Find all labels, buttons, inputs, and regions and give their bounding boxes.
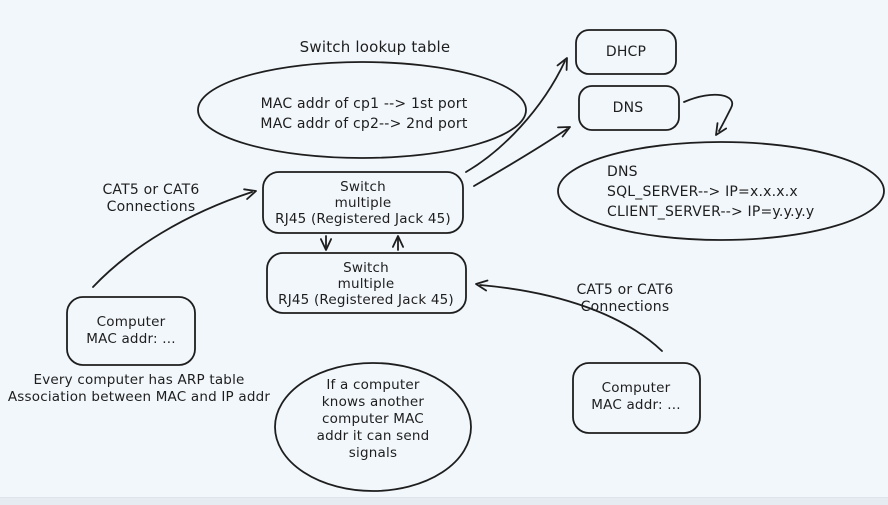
mac-note-ellipse[interactable] xyxy=(274,362,472,492)
switch-bottom-label: Switch multiple RJ45 (Registered Jack 45… xyxy=(278,260,454,308)
dhcp-label: DHCP xyxy=(605,44,647,60)
arrow-computer-left-to-switch-top[interactable] xyxy=(92,188,257,288)
computer-right-label: Computer MAC addr: ... xyxy=(591,380,681,413)
dns-table-body: DNS SQL_SERVER--> IP=x.x.x.x CLIENT_SERV… xyxy=(607,164,815,220)
computer-left-label: Computer MAC addr: ... xyxy=(86,314,176,347)
arrow-switch-top-to-dhcp[interactable] xyxy=(465,57,568,173)
dns-box[interactable] xyxy=(578,85,680,131)
cat5-cat6-label-left: CAT5 or CAT6 Connections xyxy=(102,182,200,215)
computer-right-box[interactable] xyxy=(572,362,701,434)
switch-top-box[interactable] xyxy=(262,171,464,234)
switch-bottom-box[interactable] xyxy=(266,252,467,314)
computer-left-box[interactable] xyxy=(66,296,196,366)
dhcp-box[interactable] xyxy=(575,29,677,75)
cat5-cat6-label-right: CAT5 or CAT6 Connections xyxy=(576,282,674,315)
dns-label: DNS xyxy=(612,100,644,116)
arrow-dns-to-dns-table[interactable] xyxy=(683,93,734,136)
arrow-switch-top-to-switch-bottom[interactable] xyxy=(320,235,332,251)
lookup-table-title: Switch lookup table xyxy=(299,38,451,56)
arrow-computer-right-to-switch-bottom[interactable] xyxy=(475,279,663,352)
dns-table-ellipse[interactable] xyxy=(557,141,885,241)
lookup-table-body: MAC addr of cp1 --> 1st port MAC addr of… xyxy=(260,96,468,132)
arrow-switch-top-to-dns[interactable] xyxy=(473,126,571,187)
arp-note: Every computer has ARP table Association… xyxy=(7,372,271,405)
switch-top-label: Switch multiple RJ45 (Registered Jack 45… xyxy=(275,179,451,227)
mac-note: If a computer knows another computer MAC… xyxy=(316,377,430,461)
window-bottom-edge xyxy=(0,497,888,505)
switch-lookup-table-ellipse[interactable] xyxy=(197,61,527,159)
arrow-switch-bottom-to-switch-top[interactable] xyxy=(392,235,404,251)
